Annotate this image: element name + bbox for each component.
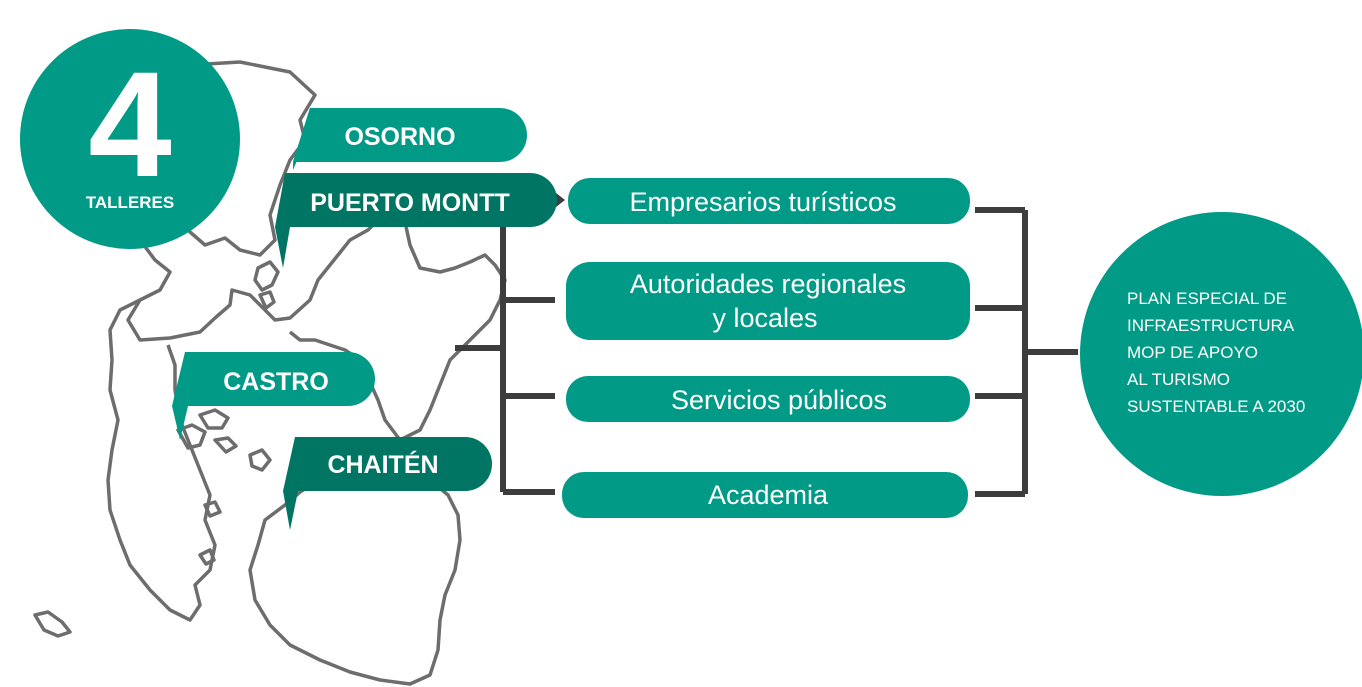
city-pointer-castro (172, 352, 196, 440)
city-tag-puerto-montt (285, 173, 557, 227)
group-box-servicios (566, 376, 970, 422)
map-islet-8 (198, 548, 216, 566)
map-island-chiloe (106, 298, 217, 622)
goal-circle (1080, 212, 1362, 496)
group-box-autoridades (566, 262, 970, 340)
connector-arrow (556, 193, 565, 207)
group-label-empresarios: Empresarios turísticos (629, 187, 896, 217)
city-labels: OSORNO PUERTO MONTT CASTRO CHAITÉN (172, 108, 557, 530)
map-mainland (126, 60, 507, 442)
goal-line-2: INFRAESTRUCTURA (1127, 316, 1295, 335)
group-label-autoridades-line1: Autoridades regionales (630, 269, 906, 299)
map-islet-4 (198, 408, 230, 430)
goal-line-1: PLAN ESPECIAL DE (1127, 289, 1287, 308)
badge-circle (20, 29, 240, 249)
group-boxes: Empresarios turísticos Autoridades regio… (562, 178, 970, 518)
goal-line-4: AL TURISMO (1127, 370, 1230, 389)
city-pointer-puerto-montt (275, 173, 295, 268)
map-outline (33, 60, 507, 686)
map-islet-3 (176, 423, 207, 450)
city-tag-castro (185, 352, 375, 406)
connectors (455, 197, 1078, 497)
map-islet-2 (258, 290, 276, 310)
connector-bracket-right (975, 207, 1078, 497)
map-islet-5 (213, 436, 238, 454)
city-pointer-chaiten (283, 437, 305, 530)
group-label-academia: Academia (708, 480, 829, 510)
city-label-osorno: OSORNO (344, 123, 455, 151)
goal: PLAN ESPECIAL DE INFRAESTRUCTURA MOP DE … (1080, 212, 1362, 496)
city-tag-chaiten (295, 437, 492, 491)
group-label-autoridades-line2: y locales (712, 303, 817, 333)
city-label-puerto-montt: PUERTO MONTT (310, 189, 510, 217)
group-label-servicios: Servicios públicos (671, 385, 887, 415)
city-label-castro: CASTRO (223, 368, 329, 396)
map-islet-6 (248, 448, 272, 472)
goal-line-3: MOP DE APOYO (1127, 343, 1258, 362)
goal-line-5: SUSTENTABLE A 2030 (1127, 397, 1305, 416)
badge-label: TALLERES (86, 193, 174, 212)
city-pointer-osorno (293, 108, 320, 170)
city-label-chaiten: CHAITÉN (327, 450, 438, 479)
map-islet-7 (203, 500, 222, 518)
group-box-empresarios (568, 178, 970, 224)
badge: 4 TALLERES (20, 29, 240, 249)
city-tag-osorno (293, 108, 527, 162)
badge-number: 4 (88, 40, 171, 208)
map-islet-9 (33, 610, 72, 638)
group-box-academia (562, 472, 968, 518)
map-islet-1 (253, 260, 280, 292)
